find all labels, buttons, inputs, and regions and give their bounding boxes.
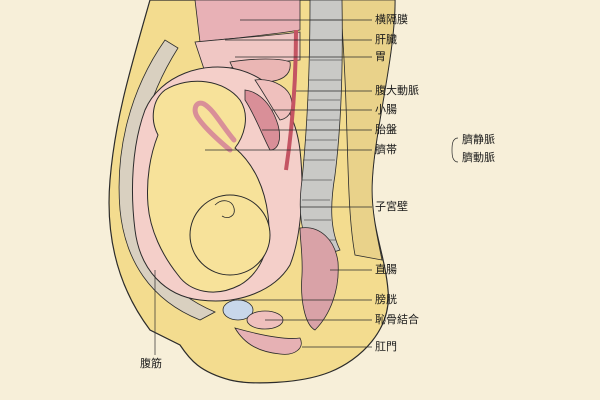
placenta: [244, 89, 280, 151]
label-liver: 肝臓: [375, 33, 397, 46]
label-diaphragm: 横隔膜: [375, 13, 408, 26]
label-rectum: 直腸: [375, 263, 397, 276]
rectum: [299, 227, 339, 331]
label-umbilical-artery: 臍動脈: [462, 151, 495, 164]
label-umbilical-cord: 臍帯: [375, 143, 397, 156]
pelvic-floor: [234, 327, 302, 355]
label-abdominal-muscle: 腹筋: [140, 357, 162, 370]
umbilical-cord: [192, 100, 237, 153]
aorta: [284, 29, 298, 171]
label-stomach: 胃: [375, 50, 386, 63]
leader-lines: [154, 19, 459, 355]
label-umbilical-vein: 臍静脈: [462, 133, 495, 146]
fetus-head: [189, 194, 271, 276]
label-placenta: 胎盤: [375, 123, 397, 136]
label-pubic-symphysis: 恥骨結合: [375, 313, 419, 326]
label-aorta: 腹大動脈: [375, 84, 419, 97]
label-small-intestine: 小腸: [375, 103, 397, 116]
label-bladder: 膀胱: [375, 293, 397, 306]
fetus-ear: [214, 200, 235, 218]
label-uterine-wall: 子宮壁: [375, 200, 408, 213]
label-anus: 肛門: [375, 340, 397, 353]
